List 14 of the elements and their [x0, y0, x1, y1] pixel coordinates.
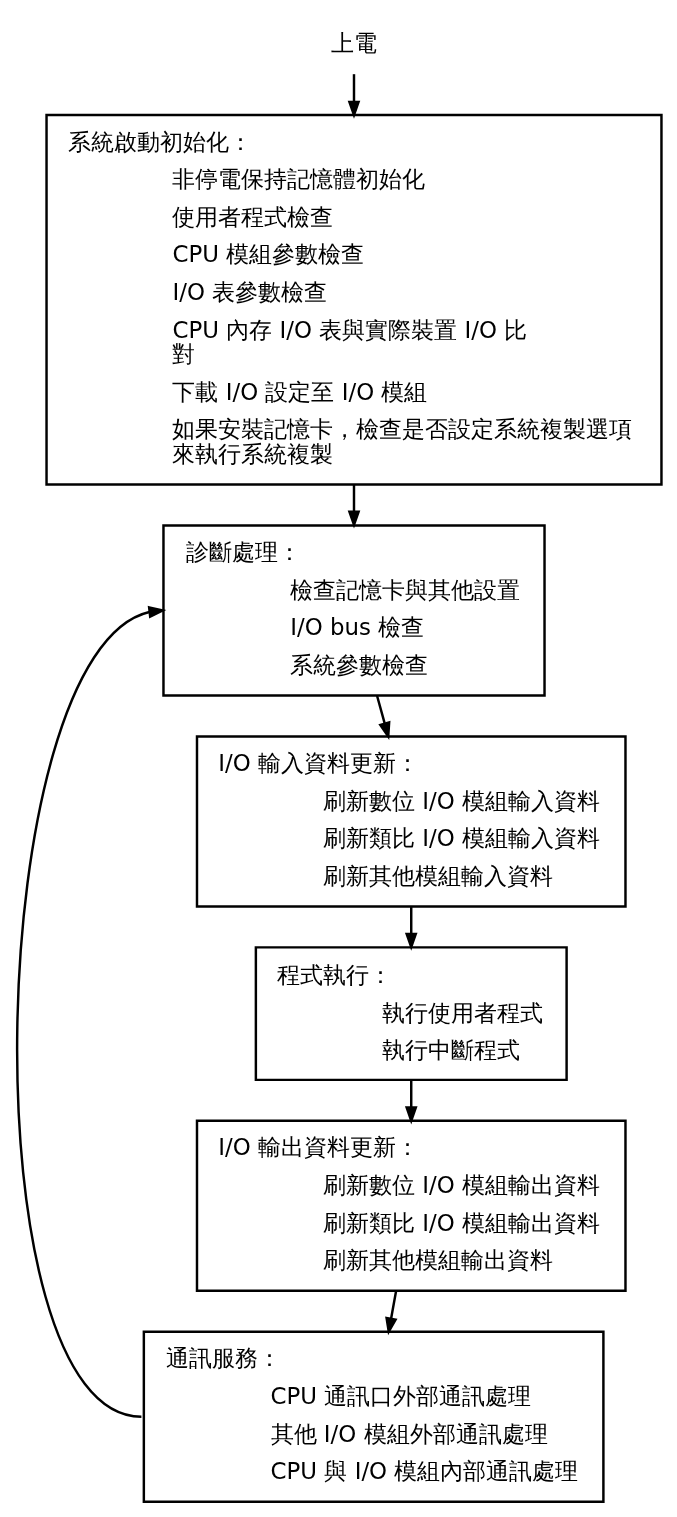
- node-box: 系統啟動初始化： 非停電保持記憶體初始化 使用者程式檢查 CPU 模組參數檢查 I/O 表參數檢查 CPU 內存 I/O 表與實際裝置 I/O 比對 下載 I/O 設定至 I/O 模組 如果安裝記憶卡，檢查是否設定系統複製選項來執行系統複製: [44, 113, 663, 486]
- arrow: [15, 605, 166, 1418]
- node-box: I/O 輸入資料更新： 刷新數位 I/O 模組輸入資料 刷新類比 I/O 模組輸入資料 刷新其他模組輸入資料: [195, 735, 627, 908]
- arrow: [375, 695, 390, 740]
- node-box: 通訊服務： CPU 通訊口外部通訊處理 其他 I/O 模組外部通訊處理 CPU 與 I/O 模組內部通訊處理: [142, 1330, 605, 1504]
- arrow: [404, 1080, 418, 1125]
- node-box: 程式執行： 執行使用者程式 執行中斷程式: [254, 946, 568, 1082]
- arrow: [384, 1291, 397, 1336]
- arrow: [404, 907, 418, 951]
- node-box: I/O 輸出資料更新： 刷新數位 I/O 模組輸出資料 刷新類比 I/O 模組輸出資料 刷新其他模組輸出資料: [195, 1119, 627, 1293]
- arrow: [347, 74, 360, 119]
- node-text: 上電: [330, 29, 377, 56]
- node-box: 診斷處理： 檢查記憶卡與其他設置 I/O bus 檢查 系統參數檢查: [161, 524, 546, 697]
- arrow: [347, 484, 360, 529]
